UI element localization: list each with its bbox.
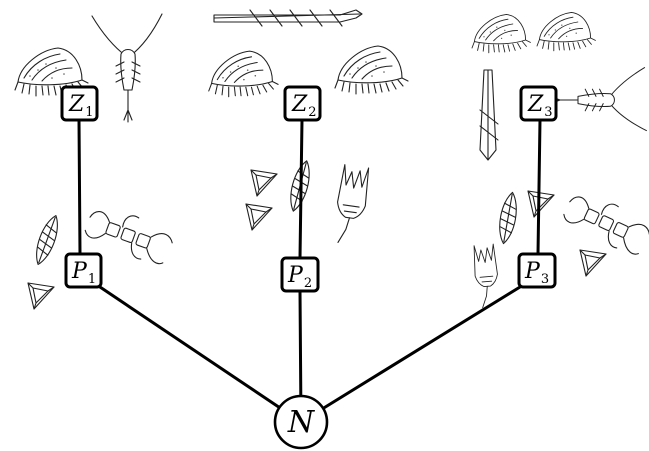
triangular-diatom-icon (528, 191, 554, 217)
copepod-icon (549, 68, 646, 131)
node-z1[interactable]: Z1 (62, 87, 97, 120)
edge-p3-z3 (538, 120, 540, 254)
ciliate-icon (209, 51, 278, 97)
node-p2[interactable]: P2 (282, 258, 318, 291)
triangular-diatom-icon (580, 250, 606, 276)
edge-n-p2 (300, 291, 301, 396)
edge-p2-z2 (300, 120, 302, 258)
node-label: N (287, 405, 316, 440)
dinoflagellate-icon (332, 164, 371, 245)
larvacean-icon (480, 70, 498, 160)
ciliate-icon (537, 12, 595, 50)
edge-n-p3 (323, 287, 520, 408)
copepod-icon (92, 14, 162, 122)
pennate-diatom-icon (496, 191, 520, 245)
node-z2[interactable]: Z2 (285, 87, 320, 120)
ciliate-icon (472, 14, 530, 52)
edge-p1-z1 (79, 120, 80, 254)
node-n[interactable]: N (275, 396, 327, 448)
node-p3[interactable]: P3 (519, 254, 555, 287)
triangular-diatom-icon (251, 170, 277, 196)
dinoflagellate-icon (472, 244, 500, 308)
pennate-diatom-icon (31, 213, 63, 267)
edge-n-p1 (100, 287, 279, 408)
ciliate-icon (335, 46, 408, 94)
diatom-chain-icon (560, 187, 649, 259)
larvacean-icon (214, 10, 362, 26)
node-z3[interactable]: Z3 (521, 87, 556, 120)
node-p1[interactable]: P1 (66, 254, 101, 287)
triangular-diatom-icon (246, 204, 272, 230)
triangular-diatom-icon (28, 283, 54, 309)
